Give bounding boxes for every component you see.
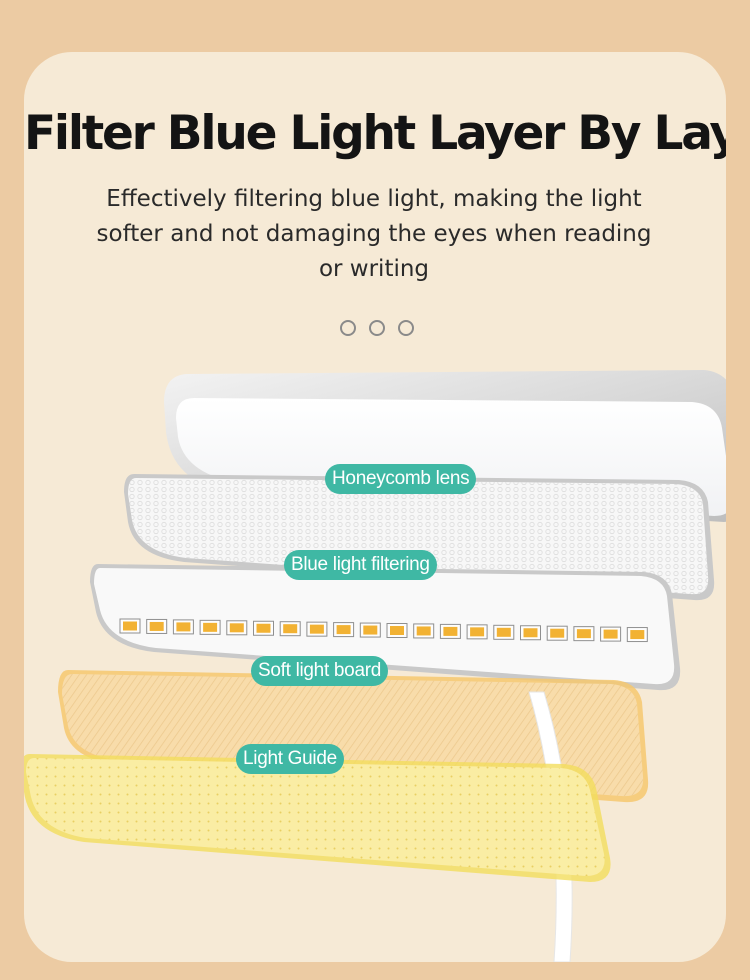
honeycomb-lens-label: Honeycomb lens <box>325 464 477 494</box>
content-card: Filter Blue Light Layer By Layer Effecti… <box>24 52 726 962</box>
led-phosphor <box>416 626 431 636</box>
led-phosphor <box>203 622 218 632</box>
led-phosphor <box>336 625 351 635</box>
page-subtitle: Effectively filtering blue light, making… <box>96 186 652 282</box>
led-phosphor <box>523 628 538 638</box>
page-title: Filter Blue Light Layer By Layer <box>24 106 726 161</box>
led-phosphor <box>149 621 164 631</box>
led-phosphor <box>550 628 565 638</box>
led-strip <box>119 618 648 643</box>
led-phosphor <box>443 626 458 636</box>
layer-illustration <box>24 370 726 962</box>
led-phosphor <box>229 623 244 633</box>
light-guide-layer <box>24 754 611 882</box>
led-phosphor <box>496 627 511 637</box>
led-phosphor <box>283 624 298 634</box>
pagination-dot[interactable] <box>398 320 414 336</box>
blue-light-filtering-label: Blue light filtering <box>284 550 437 580</box>
blue-light-filter-layer <box>90 564 681 691</box>
led-phosphor <box>603 629 618 639</box>
led-phosphor <box>470 627 485 637</box>
led-phosphor <box>576 629 591 639</box>
led-phosphor <box>309 624 324 634</box>
led-phosphor <box>363 625 378 635</box>
soft-light-board-label: Soft light board <box>251 656 389 686</box>
led-phosphor <box>123 621 137 631</box>
led-phosphor <box>176 622 191 632</box>
light-guide-label: Light Guide <box>236 744 344 774</box>
led-phosphor <box>256 623 271 633</box>
pagination-dot[interactable] <box>369 320 385 336</box>
honeycomb-lens-layer <box>124 474 715 601</box>
pagination-dots <box>340 320 414 336</box>
pagination-dot[interactable] <box>340 320 356 336</box>
led-phosphor <box>390 626 404 635</box>
led-phosphor <box>630 630 645 640</box>
